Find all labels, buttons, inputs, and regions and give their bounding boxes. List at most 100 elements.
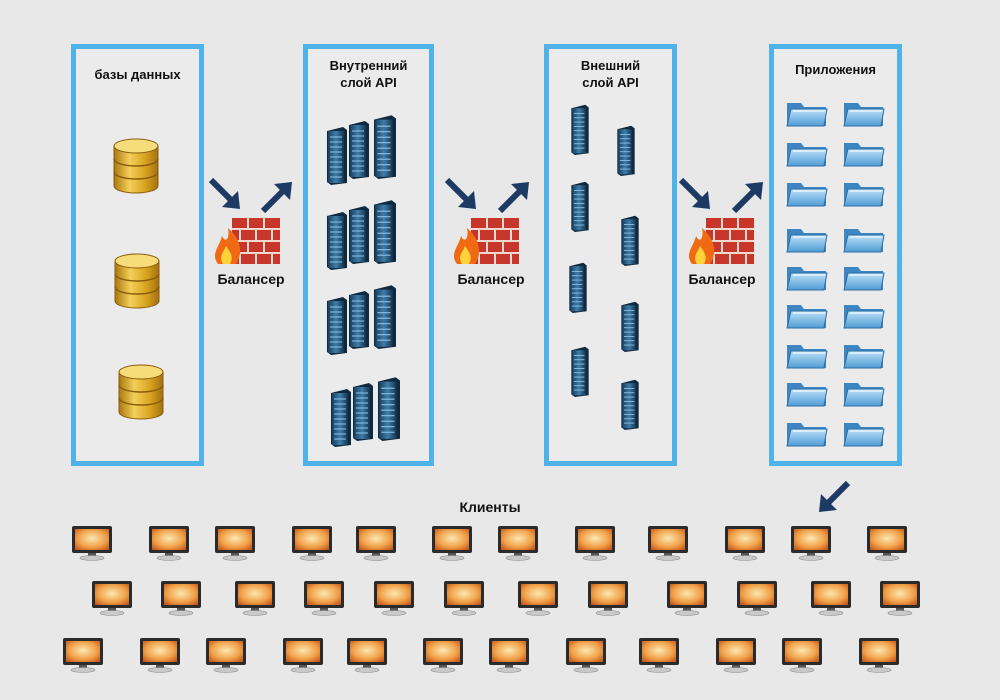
folder-icon [785, 262, 829, 292]
monitor-icon [291, 525, 333, 561]
server-rack-icon [325, 295, 349, 355]
server-rack-icon [371, 198, 399, 264]
monitor-icon [565, 637, 607, 673]
monitor-icon [139, 637, 181, 673]
monitor-icon [422, 637, 464, 673]
monitor-icon [647, 525, 689, 561]
folder-icon [842, 224, 886, 254]
folder-icon [785, 98, 829, 128]
external-api-title-line1: Внешний [580, 58, 641, 73]
monitor-icon [62, 637, 104, 673]
server-rack-icon [568, 180, 592, 232]
internal-api-title: Внутренний слой API [308, 57, 429, 91]
server-rack-icon [347, 119, 371, 179]
database-icon [112, 138, 160, 194]
server-rack-icon [568, 103, 592, 155]
database-icon [117, 364, 165, 420]
internal-api-title-line1: Внутренний [329, 58, 408, 73]
server-rack-icon [618, 300, 642, 352]
server-rack-icon [568, 345, 592, 397]
monitor-icon [879, 580, 921, 616]
monitor-icon [148, 525, 190, 561]
folder-icon [842, 98, 886, 128]
monitor-icon [736, 580, 778, 616]
server-rack-icon [325, 125, 349, 185]
clients-title: Клиенты [459, 499, 521, 515]
balancer-label: Балансер [217, 271, 285, 287]
server-rack-icon [329, 387, 353, 447]
monitor-icon [160, 580, 202, 616]
monitor-icon [346, 637, 388, 673]
balancer-label: Балансер [457, 271, 525, 287]
monitor-icon [517, 580, 559, 616]
monitor-icon [303, 580, 345, 616]
firewall-icon [686, 216, 756, 266]
folder-icon [785, 138, 829, 168]
databases-title: базы данных [94, 67, 181, 82]
firewall-icon [212, 216, 282, 266]
monitor-icon [488, 637, 530, 673]
server-rack-icon [618, 378, 642, 430]
monitor-icon [205, 637, 247, 673]
folder-icon [785, 224, 829, 254]
server-rack-icon [371, 113, 399, 179]
arrow-icon [260, 180, 294, 214]
folder-icon [842, 300, 886, 330]
arrow-icon [208, 177, 242, 211]
external-api-title: Внешний слой API [549, 57, 672, 91]
folder-icon [785, 300, 829, 330]
monitor-icon [214, 525, 256, 561]
server-rack-icon [347, 204, 371, 264]
monitor-icon [497, 525, 539, 561]
server-rack-icon [375, 375, 403, 441]
server-rack-icon [371, 283, 399, 349]
arrow-icon [817, 480, 851, 514]
monitor-icon [781, 637, 823, 673]
monitor-icon [724, 525, 766, 561]
folder-icon [842, 418, 886, 448]
server-rack-icon [325, 210, 349, 270]
arrow-icon [678, 177, 712, 211]
balancer-label: Балансер [688, 271, 756, 287]
arrow-icon [731, 180, 765, 214]
firewall-icon [451, 216, 521, 266]
arrow-icon [444, 177, 478, 211]
database-icon [113, 253, 161, 309]
folder-icon [842, 178, 886, 208]
monitor-icon [810, 580, 852, 616]
server-rack-icon [347, 289, 371, 349]
server-rack-icon [566, 261, 590, 313]
monitor-icon [234, 580, 276, 616]
monitor-icon [373, 580, 415, 616]
monitor-icon [574, 525, 616, 561]
monitor-icon [715, 637, 757, 673]
monitor-icon [866, 525, 908, 561]
external-api-panel: Внешний слой API [544, 44, 677, 466]
folder-icon [785, 340, 829, 370]
folder-icon [842, 138, 886, 168]
monitor-icon [666, 580, 708, 616]
server-rack-icon [618, 214, 642, 266]
folder-icon [785, 378, 829, 408]
folder-icon [842, 262, 886, 292]
folder-icon [842, 378, 886, 408]
internal-api-title-line2: слой API [340, 75, 397, 90]
server-rack-icon [351, 381, 375, 441]
apps-title: Приложения [795, 62, 876, 77]
folder-icon [785, 418, 829, 448]
arrow-icon [497, 180, 531, 214]
monitor-icon [858, 637, 900, 673]
external-api-title-line2: слой API [582, 75, 639, 90]
monitor-icon [355, 525, 397, 561]
monitor-icon [71, 525, 113, 561]
monitor-icon [91, 580, 133, 616]
folder-icon [842, 340, 886, 370]
monitor-icon [587, 580, 629, 616]
monitor-icon [443, 580, 485, 616]
monitor-icon [638, 637, 680, 673]
monitor-icon [282, 637, 324, 673]
folder-icon [785, 178, 829, 208]
monitor-icon [790, 525, 832, 561]
monitor-icon [431, 525, 473, 561]
server-rack-icon [614, 124, 638, 176]
